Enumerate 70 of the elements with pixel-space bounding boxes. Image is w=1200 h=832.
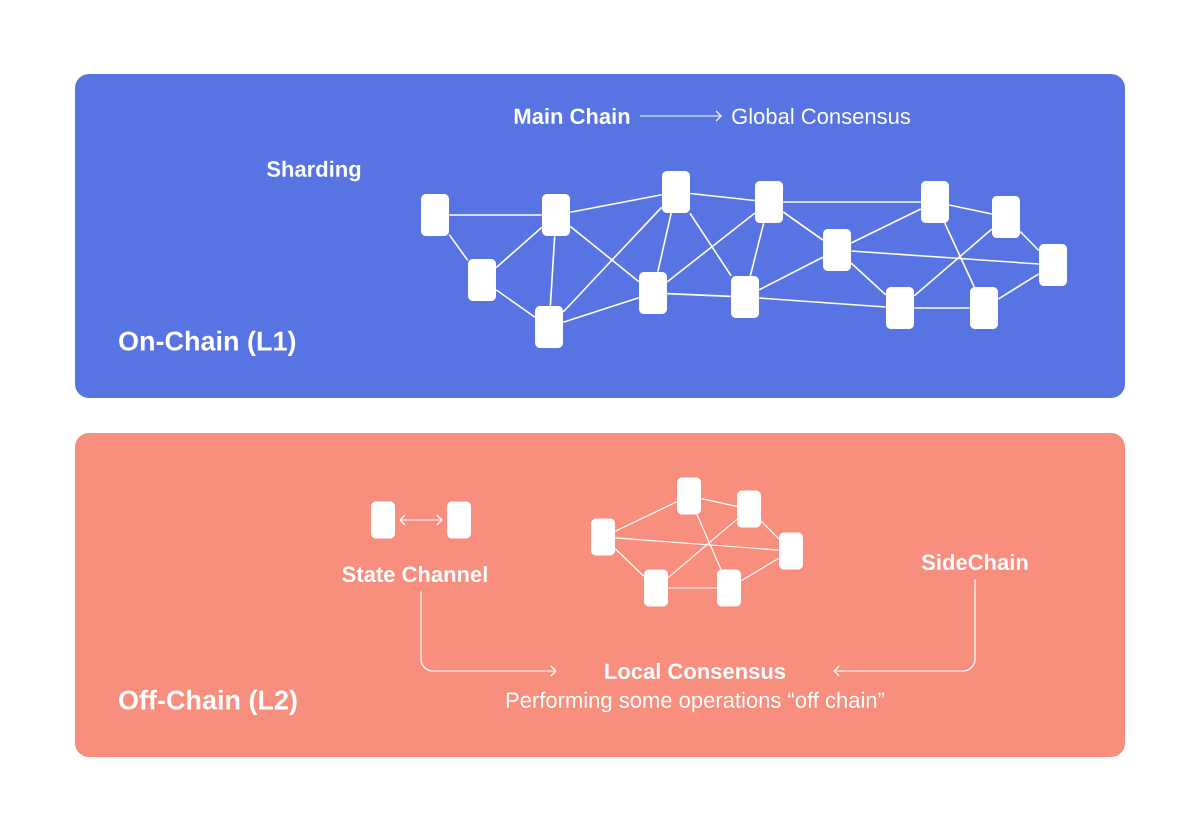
network-node: [591, 518, 615, 556]
connector-line: [913, 307, 971, 309]
connector-line: [614, 501, 678, 532]
connector-line: [667, 587, 718, 589]
connector-line: [700, 498, 738, 507]
network-node: [755, 181, 783, 223]
connector-line: [495, 289, 536, 318]
connector-line: [495, 226, 543, 269]
connector-line: [448, 214, 543, 216]
network-node: [717, 569, 741, 607]
connector-line: [913, 228, 993, 297]
connector-line: [758, 256, 824, 291]
network-node: [421, 194, 449, 236]
connector-line: [666, 292, 732, 298]
connector-line: [760, 520, 780, 540]
node-label: Global Consensus: [732, 107, 911, 125]
connector-line: [1019, 230, 1040, 252]
connector-line: [782, 211, 824, 241]
connector-line: [562, 206, 663, 313]
connector-line: [667, 518, 738, 579]
network-node: [731, 276, 759, 318]
connector-line: [850, 262, 887, 296]
network-node: [662, 171, 690, 213]
connector-line: [549, 235, 556, 307]
network-node: [1039, 244, 1067, 286]
connector-line: [569, 225, 640, 283]
connector-line: [696, 514, 722, 570]
connector-line: [689, 192, 756, 202]
node-label: Main Chain: [514, 107, 630, 125]
connector-line: [782, 201, 922, 203]
arrow: [399, 514, 443, 526]
connector-line: [562, 296, 640, 324]
network-node: [886, 287, 914, 329]
node-label: SideChain: [921, 553, 1028, 571]
network-node: [371, 501, 395, 539]
arrow: [639, 110, 722, 122]
network-node: [535, 306, 563, 348]
node-label: Local Consensus: [605, 662, 786, 680]
connector-line: [749, 222, 765, 277]
connector-line: [997, 273, 1040, 300]
network-node: [737, 490, 761, 528]
connector-line: [657, 212, 672, 273]
network-node: [779, 532, 803, 570]
node-label: State Channel: [342, 565, 487, 583]
network-node: [677, 477, 701, 515]
network-node: [823, 229, 851, 271]
network-node: [992, 196, 1020, 238]
network-node: [639, 272, 667, 314]
connector-line: [948, 204, 993, 215]
connector-line: [850, 208, 922, 244]
connector-line: [569, 193, 663, 214]
network-node: [970, 287, 998, 329]
connector-line: [850, 250, 1040, 265]
network-node: [921, 181, 949, 223]
network-node: [644, 569, 668, 607]
connector-line: [758, 297, 887, 308]
network-node: [542, 194, 570, 236]
network-node: [468, 259, 496, 301]
connector-line: [614, 548, 645, 577]
connector-line: [666, 212, 756, 283]
connector-line: [944, 222, 975, 288]
section-label: Sharding: [266, 160, 361, 182]
connector-line: [689, 212, 732, 277]
arrow: [833, 578, 976, 677]
network-node: [447, 501, 471, 539]
arrow: [420, 590, 557, 677]
connector-line: [614, 537, 780, 551]
description-text: Performing some operations “off chain”: [506, 691, 885, 713]
connector-line: [740, 557, 780, 582]
connector-line: [448, 233, 469, 262]
